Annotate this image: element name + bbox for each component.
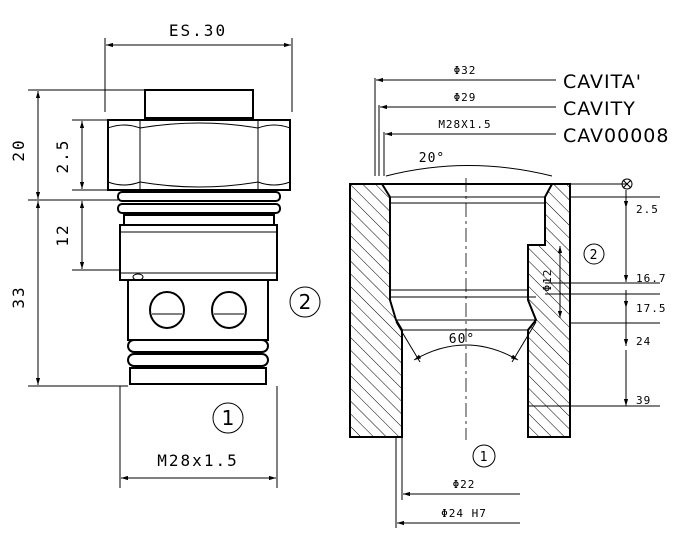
depth-39: 39 <box>636 394 651 407</box>
cavity-thread: M28X1.5 <box>438 118 491 131</box>
height-total-label: 20 <box>9 138 28 161</box>
cavity-code: CAV00008 <box>563 125 670 147</box>
angle-60-label: 60° <box>449 332 475 347</box>
depth-2-5: 2.5 <box>636 203 659 216</box>
cavity-port-2: 2 <box>590 248 599 263</box>
hex-height-label: 2.5 <box>53 139 72 174</box>
cartridge-port-1: 1 <box>222 406 235 430</box>
cavity-dia-12: Φ12 <box>541 269 554 292</box>
depth-17-5: 17.5 <box>636 302 667 315</box>
depth-24: 24 <box>636 335 651 348</box>
cavity-port-1: 1 <box>480 450 489 465</box>
width-label: ES.30 <box>169 21 227 40</box>
cavity-dia-24: Φ24 H7 <box>441 507 487 520</box>
cavity-dia-29: Φ29 <box>454 91 477 104</box>
cavity-title-it: CAVITA' <box>563 71 642 93</box>
cavity-view: CAVITA' CAVITY CAV00008 Φ32 Φ29 M28X1.5 … <box>349 64 670 528</box>
cartridge-view: ES.30 <box>9 21 321 488</box>
cavity-title-en: CAVITY <box>563 98 636 120</box>
cartridge-port-2: 2 <box>299 290 312 314</box>
thread-label: M28x1.5 <box>157 451 238 470</box>
body-height-label: 12 <box>53 223 72 246</box>
length-label: 33 <box>9 285 28 308</box>
depth-16-7: 16.7 <box>636 272 667 285</box>
cavity-dia-32: Φ32 <box>454 64 477 77</box>
cavity-dia-22: Φ22 <box>453 478 476 491</box>
angle-20-label: 20° <box>419 151 445 166</box>
